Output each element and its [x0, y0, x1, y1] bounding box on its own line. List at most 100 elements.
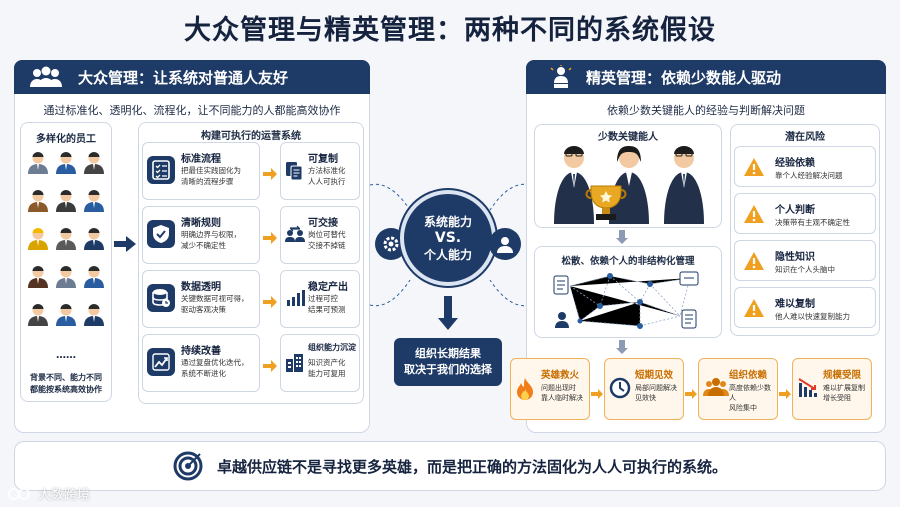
flame-icon	[515, 377, 535, 405]
outcome-desc: 高度依赖少数人 风险集中	[729, 384, 771, 412]
outcome-card: 英雄救火问题出现时 靠人临时解决	[510, 358, 590, 420]
ops-step-card: 标准流程把最佳实践固化为 清晰的流程步骤	[142, 142, 260, 200]
ops-step-desc: 通过复盘优化迭代， 系统不断进化	[181, 358, 249, 378]
ops-step-desc: 把最佳实践固化为 清晰的流程步骤	[181, 166, 241, 186]
ops-result-title: 组织能力沉淀	[308, 343, 356, 352]
staff-person-icon	[55, 188, 77, 216]
staff-person-icon	[55, 302, 77, 330]
risk-card: 隐性知识知识在个人头脑中	[734, 240, 876, 281]
outcome-card: 短期见效局部问题解决 见效快	[604, 358, 684, 420]
shield-check-icon	[147, 220, 175, 248]
staff-caption: 背景不同、能力不同 都能按系统高效协作	[30, 373, 102, 394]
risk-title: 隐性知识	[775, 252, 815, 263]
staff-person-icon	[27, 150, 49, 178]
staff-person-icon	[27, 226, 49, 254]
arrow-right-icon	[263, 357, 277, 376]
ops-result-desc: 方法标准化 人人可执行	[308, 166, 346, 186]
staff-person-icon	[83, 226, 105, 254]
people-group-icon	[703, 377, 729, 401]
warning-icon	[743, 204, 765, 228]
arrow-right-icon	[263, 165, 277, 184]
ops-step-desc: 明确边界与权限， 减少不确定性	[181, 230, 241, 250]
risk-list: 经验依赖靠个人经验解决问题个人判断决策带有主观不确定性隐性知识知识在个人头脑中难…	[734, 146, 876, 332]
ops-step-card: 数据透明关键数据可视可得， 驱动客观决策	[142, 270, 260, 328]
ops-row: 标准流程把最佳实践固化为 清晰的流程步骤可复制方法标准化 人人可执行	[142, 142, 360, 200]
document-icon	[681, 309, 697, 329]
businessman-icon	[554, 146, 594, 224]
businesswoman-icon	[609, 146, 649, 224]
staff-person-icon	[83, 302, 105, 330]
risk-card: 个人判断决策带有主观不确定性	[734, 193, 876, 234]
watermark: 大数跨境	[8, 484, 90, 503]
network-diagram	[553, 271, 699, 329]
person-badge	[489, 228, 521, 260]
businessman-icon	[664, 146, 704, 224]
arrow-right-icon	[779, 384, 791, 403]
arrow-down-icon	[616, 230, 628, 244]
risk-card: 难以复制他人难以快速复制能力	[734, 287, 876, 328]
staff-grid	[24, 150, 108, 330]
left-subtitle: 通过标准化、透明化、流程化，让不同能力的人都能高效协作	[43, 104, 341, 117]
warning-icon	[743, 251, 765, 275]
ops-result-desc: 岗位可替代 交接不掉链	[308, 230, 346, 250]
ops-step-title: 清晰规则	[181, 218, 221, 229]
trophy-icon	[585, 185, 627, 220]
ops-step-card: 清晰规则明确边界与权限， 减少不确定性	[142, 206, 260, 264]
trophy-person-icon	[550, 65, 572, 88]
right-subtitle: 依赖少数关键能人的经验与判断解决问题	[607, 104, 805, 117]
footer-bar: 卓越供应链不是寻找更多英雄，而是把正确的方法固化为人人可执行的系统。	[14, 441, 886, 491]
outcome-title: 组织依赖	[729, 370, 768, 381]
ops-result-desc: 知识资产化 能力可复用	[308, 358, 346, 378]
checklist-icon	[147, 156, 175, 184]
center-connector-lines	[369, 183, 531, 307]
result-line2: 取决于我们的选择	[404, 363, 492, 376]
person-icon	[555, 312, 569, 328]
ops-result-card: 可交接岗位可替代 交接不掉链	[280, 206, 360, 264]
ops-result-desc: 过程可控 结果可预测	[308, 294, 346, 314]
arrow-right-icon	[685, 384, 697, 403]
document-icon	[553, 275, 569, 295]
page-title: 大众管理与精英管理：两种不同的系统假设	[184, 15, 716, 46]
bar-chart-icon	[285, 289, 305, 311]
footer-text: 卓越供应链不是寻找更多英雄，而是把正确的方法固化为人人可执行的系统。	[216, 457, 727, 476]
result-line1: 组织长期结果	[415, 347, 481, 360]
vs-line2: VS.	[434, 230, 462, 246]
risk-card: 经验依赖靠个人经验解决问题	[734, 146, 876, 187]
left-header: 大众管理：让系统对普通人友好	[14, 60, 370, 94]
copy-documents-icon	[285, 161, 303, 185]
ops-row: 数据透明关键数据可视可得， 驱动客观决策 稳定产出过程可控 结果可预测	[142, 270, 360, 328]
staff-person-icon	[55, 226, 77, 254]
ops-step-desc: 关键数据可视可得， 驱动客观决策	[181, 294, 249, 314]
outcome-desc: 问题出现时 靠人临时解决	[541, 384, 583, 402]
person-icon	[497, 237, 513, 253]
arrow-right-icon	[114, 236, 136, 252]
ops-title: 构建可执行的运营系统	[201, 131, 301, 142]
watermark-text: 大数跨境	[38, 488, 91, 503]
ops-result-title: 可交接	[308, 218, 338, 229]
result-box: 组织长期结果 取决于我们的选择	[394, 338, 502, 386]
vs-line1: 系统能力	[423, 215, 472, 229]
risk-desc: 决策带有主观不确定性	[775, 218, 850, 227]
chat-icon	[679, 271, 699, 286]
ops-row: 清晰规则明确边界与权限， 减少不确定性可交接岗位可替代 交接不掉链	[142, 206, 360, 264]
staff-person-icon	[83, 150, 105, 178]
staff-title: 多样化的员工	[36, 134, 96, 145]
outcome-title: 规模受限	[823, 370, 862, 381]
elite-title: 少数关键能人	[598, 132, 658, 143]
risk-title: 难以复制	[775, 299, 815, 310]
right-header-text: 精英管理：依赖少数能人驱动	[586, 68, 782, 87]
warning-icon	[743, 157, 765, 181]
staff-person-icon	[83, 264, 105, 292]
risk-desc: 知识在个人头脑中	[775, 265, 835, 274]
staff-person-icon	[27, 264, 49, 292]
ops-step-title: 数据透明	[181, 282, 221, 293]
ops-row: 持续改善通过复盘优化迭代， 系统不断进化 组织能力沉淀知识资产化 能力可复用	[142, 334, 360, 392]
outcome-title: 短期见效	[635, 370, 674, 381]
risk-title: 经验依赖	[775, 158, 815, 169]
ops-rows: 标准流程把最佳实践固化为 清晰的流程步骤可复制方法标准化 人人可执行清晰规则明确…	[142, 142, 360, 400]
ops-step-title: 持续改善	[181, 346, 221, 357]
elite-people-trophy	[554, 146, 704, 224]
ops-result-title: 稳定产出	[308, 282, 348, 293]
outcome-desc: 局部问题解决 见效快	[635, 384, 677, 402]
outcome-card: 组织依赖高度依赖少数人 风险集中	[698, 358, 778, 420]
